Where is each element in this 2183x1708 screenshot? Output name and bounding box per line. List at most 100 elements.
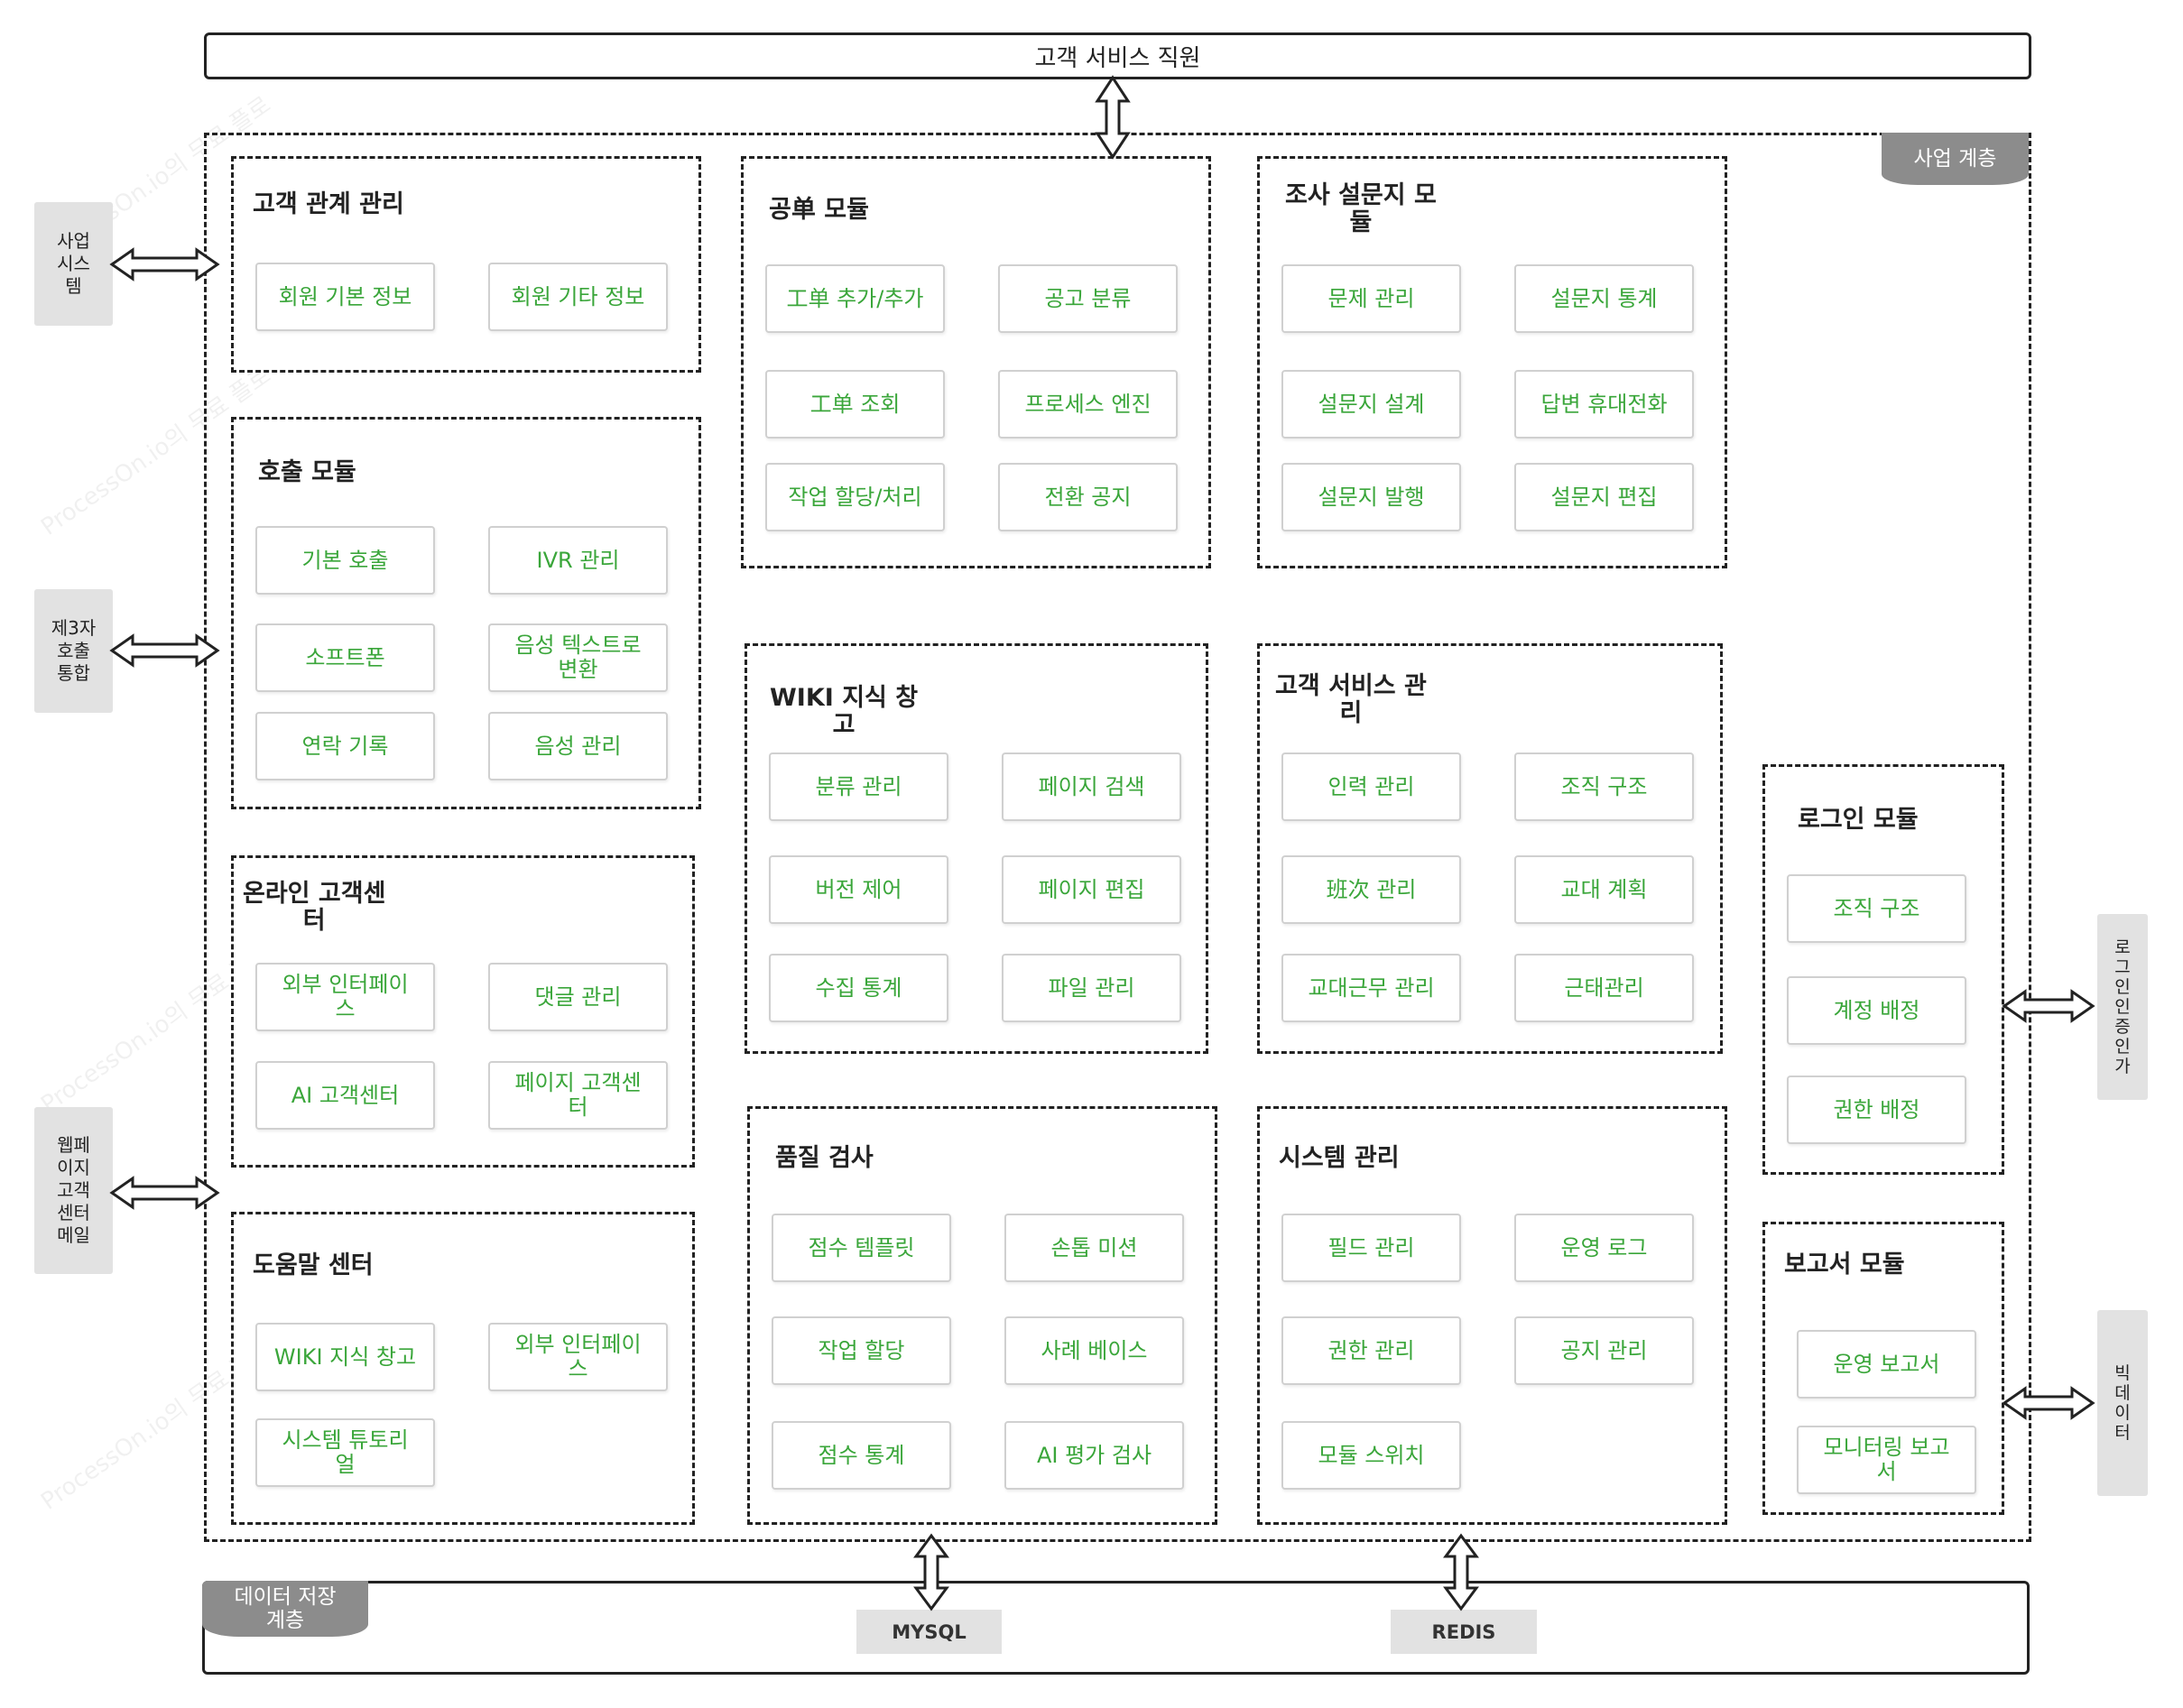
module-item[interactable]: 운영 보고서 xyxy=(1797,1330,1976,1399)
group-service-management: 고객 서비스 관 리 인력 관리 조직 구조 班次 관리 교대 계획 교대근무 … xyxy=(1257,643,1723,1054)
module-item[interactable]: 손톱 미션 xyxy=(1004,1214,1184,1282)
module-item[interactable]: 외부 인터페이 스 xyxy=(255,963,435,1031)
data-storage-layer xyxy=(202,1581,2030,1675)
side-third-party-call: 제3자 호출 통합 xyxy=(34,589,113,713)
data-storage-layer-tag: 데이터 저장 계층 xyxy=(202,1581,368,1637)
module-item[interactable]: 설문지 발행 xyxy=(1281,463,1461,531)
module-item[interactable]: 모니터링 보고 서 xyxy=(1797,1426,1976,1494)
module-item[interactable]: 회원 기본 정보 xyxy=(255,263,435,331)
group-login-module: 로그인 모듈 조직 구조 계정 배정 권한 배정 xyxy=(1762,764,2004,1175)
module-item[interactable]: 교대 계획 xyxy=(1514,855,1694,924)
module-item[interactable]: 버전 제어 xyxy=(769,855,948,924)
business-layer-tag: 사업 계층 xyxy=(1882,133,2029,185)
module-item[interactable]: 전환 공지 xyxy=(998,463,1178,531)
group-call-module: 호출 모듈 기본 호출 IVR 관리 소프트폰 음성 텍스트로 변환 연락 기록… xyxy=(231,417,701,809)
module-item[interactable]: 점수 템플릿 xyxy=(772,1214,951,1282)
module-item[interactable]: 조직 구조 xyxy=(1514,752,1694,821)
module-item[interactable]: 필드 관리 xyxy=(1281,1214,1461,1282)
module-item[interactable]: 기본 호출 xyxy=(255,526,435,595)
group-system-management: 시스템 관리 필드 관리 운영 로그 권한 관리 공지 관리 모듈 스위치 xyxy=(1257,1106,1727,1525)
module-item[interactable]: 인력 관리 xyxy=(1281,752,1461,821)
module-item[interactable]: 파일 관리 xyxy=(1002,954,1181,1022)
double-arrow-icon xyxy=(109,247,220,282)
double-arrow-icon xyxy=(2002,989,2095,1023)
module-item[interactable]: 음성 관리 xyxy=(488,712,668,780)
module-item[interactable]: 근태관리 xyxy=(1514,954,1694,1022)
module-item[interactable]: 회원 기타 정보 xyxy=(488,263,668,331)
side-business-system: 사업 시스 템 xyxy=(34,202,113,326)
module-item[interactable]: 설문지 편집 xyxy=(1514,463,1694,531)
module-item[interactable]: 계정 배정 xyxy=(1787,976,1966,1045)
module-item[interactable]: WIKI 지식 창고 xyxy=(255,1323,435,1391)
side-big-data: 빅 데 이 터 xyxy=(2097,1310,2148,1496)
module-item[interactable]: 페이지 편집 xyxy=(1002,855,1181,924)
module-item[interactable]: 설문지 설계 xyxy=(1281,370,1461,439)
module-item[interactable]: 분류 관리 xyxy=(769,752,948,821)
module-item[interactable]: 외부 인터페이 스 xyxy=(488,1323,668,1391)
module-item[interactable]: 연락 기록 xyxy=(255,712,435,780)
module-item[interactable]: 소프트폰 xyxy=(255,623,435,692)
group-title: 고객 관계 관리 xyxy=(253,190,404,218)
module-item[interactable]: AI 고객센터 xyxy=(255,1061,435,1130)
module-item[interactable]: 댓글 관리 xyxy=(488,963,668,1031)
double-arrow-icon xyxy=(1095,75,1131,160)
module-item[interactable]: 작업 할당 xyxy=(772,1316,951,1385)
module-item[interactable]: 작업 할당/처리 xyxy=(765,463,945,531)
module-item[interactable]: AI 평가 검사 xyxy=(1004,1421,1184,1490)
module-item[interactable]: 工单 조회 xyxy=(765,370,945,439)
group-title: 보고서 모듈 xyxy=(1784,1251,1905,1279)
group-wiki-knowledge: WIKI 지식 창 고 분류 관리 페이지 검색 버전 제어 페이지 편집 수집… xyxy=(745,643,1208,1054)
double-arrow-icon xyxy=(1443,1533,1479,1611)
module-item[interactable]: 페이지 검색 xyxy=(1002,752,1181,821)
group-survey-module: 조사 설문지 모 듈 문제 관리 설문지 통계 설문지 설계 답변 휴대전화 설… xyxy=(1257,156,1727,568)
module-item[interactable]: 공고 분류 xyxy=(998,264,1178,333)
group-title: 공单 모듈 xyxy=(769,196,869,224)
module-item[interactable]: 조직 구조 xyxy=(1787,874,1966,943)
group-report-module: 보고서 모듈 운영 보고서 모니터링 보고 서 xyxy=(1762,1222,2004,1515)
top-bar-title: 고객 서비스 직원 xyxy=(1034,44,1201,72)
group-customer-relation: 고객 관계 관리 회원 기본 정보 회원 기타 정보 xyxy=(231,156,701,373)
double-arrow-icon xyxy=(2002,1386,2095,1420)
side-web-service-mail: 웹페 이지 고객 센터 메일 xyxy=(34,1107,113,1274)
module-item[interactable]: 페이지 고객센 터 xyxy=(488,1061,668,1130)
group-online-service: 온라인 고객센 터 외부 인터페이 스 댓글 관리 AI 고객센터 페이지 고객… xyxy=(231,855,695,1168)
group-title: 품질 검사 xyxy=(775,1144,874,1172)
module-item[interactable]: 工单 추가/추가 xyxy=(765,264,945,333)
module-item[interactable]: 프로세스 엔진 xyxy=(998,370,1178,439)
group-title: 시스템 관리 xyxy=(1279,1144,1400,1172)
module-item[interactable]: 운영 로그 xyxy=(1514,1214,1694,1282)
group-title: 조사 설문지 모 듈 xyxy=(1285,181,1437,236)
module-item[interactable]: 교대근무 관리 xyxy=(1281,954,1461,1022)
group-ticket-module: 공单 모듈 工单 추가/추가 공고 분류 工单 조회 프로세스 엔진 작업 할당… xyxy=(741,156,1211,568)
module-item[interactable]: IVR 관리 xyxy=(488,526,668,595)
double-arrow-icon xyxy=(109,633,220,668)
group-title: 온라인 고객센 터 xyxy=(243,880,386,935)
module-item[interactable]: 점수 통계 xyxy=(772,1421,951,1490)
module-item[interactable]: 사례 베이스 xyxy=(1004,1316,1184,1385)
module-item[interactable]: 공지 관리 xyxy=(1514,1316,1694,1385)
module-item[interactable]: 모듈 스위치 xyxy=(1281,1421,1461,1490)
group-title: WIKI 지식 창 고 xyxy=(770,684,919,739)
module-item[interactable]: 설문지 통계 xyxy=(1514,264,1694,333)
mysql-store: MYSQL xyxy=(856,1610,1002,1654)
group-title: 도움말 센터 xyxy=(253,1251,374,1279)
group-help-center: 도움말 센터 WIKI 지식 창고 외부 인터페이 스 시스템 튜토리 얼 xyxy=(231,1212,695,1525)
double-arrow-icon xyxy=(109,1176,220,1210)
module-item[interactable]: 권한 관리 xyxy=(1281,1316,1461,1385)
top-bar-customer-service-staff: 고객 서비스 직원 xyxy=(204,32,2031,79)
side-login-auth: 로 그 인 인 증 인 가 xyxy=(2097,914,2148,1100)
module-item[interactable]: 답변 휴대전화 xyxy=(1514,370,1694,439)
redis-store: REDIS xyxy=(1391,1610,1537,1654)
module-item[interactable]: 권한 배정 xyxy=(1787,1076,1966,1144)
module-item[interactable]: 班次 관리 xyxy=(1281,855,1461,924)
double-arrow-icon xyxy=(913,1533,949,1611)
group-title: 로그인 모듈 xyxy=(1798,806,1919,834)
group-title: 고객 서비스 관 리 xyxy=(1275,672,1427,727)
module-item[interactable]: 시스템 튜토리 얼 xyxy=(255,1418,435,1487)
module-item[interactable]: 문제 관리 xyxy=(1281,264,1461,333)
group-title: 호출 모듈 xyxy=(258,458,356,486)
group-quality-check: 품질 검사 점수 템플릿 손톱 미션 작업 할당 사례 베이스 점수 통계 AI… xyxy=(747,1106,1217,1525)
module-item[interactable]: 수집 통계 xyxy=(769,954,948,1022)
module-item[interactable]: 음성 텍스트로 변환 xyxy=(488,623,668,692)
